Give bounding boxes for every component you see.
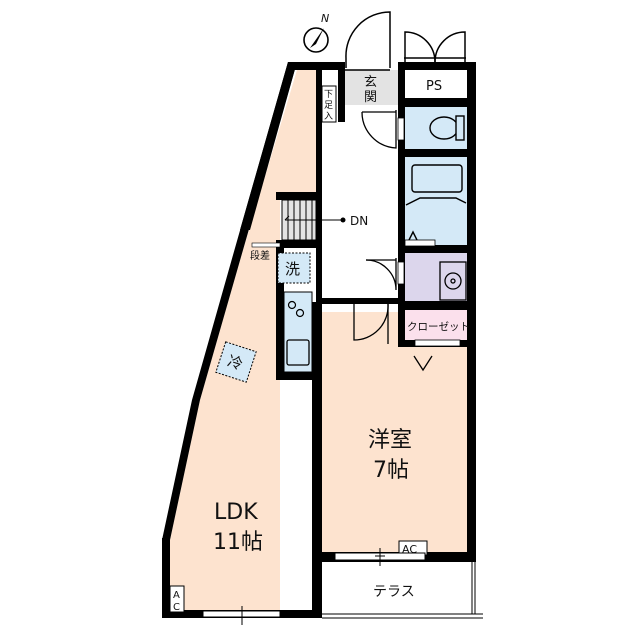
closet-floor (405, 310, 467, 340)
compass-label: N (321, 12, 329, 25)
ldk-name: LDK (214, 500, 258, 525)
shoe-box-label-2: 足 (324, 100, 333, 111)
entrance-door (345, 11, 466, 71)
ps-label: PS (426, 79, 442, 94)
shoe-box-label-1: 下 (324, 90, 333, 100)
ac-ldk-label-1: A (173, 590, 180, 601)
washer-label: 洗 (285, 260, 300, 278)
terrace-label: テラス (373, 584, 415, 600)
stairs (281, 199, 346, 241)
toilet-icon (429, 115, 465, 141)
washroom-floor (405, 253, 467, 301)
stairs-dn-label: DN (350, 214, 368, 228)
ldk-floor (170, 70, 316, 610)
compass: N (303, 12, 329, 53)
terrace (322, 562, 483, 619)
ldk-size: 11帖 (213, 530, 263, 555)
washer-space: 洗 (277, 252, 311, 284)
kitchen-counter (283, 291, 313, 373)
bathtub-icon (405, 164, 467, 241)
windows (202, 548, 426, 625)
entrance-floor (345, 70, 398, 105)
wash-basin-icon (439, 261, 467, 301)
fridge-space: 冷 (215, 341, 257, 383)
western-room-name: 洋室 (368, 428, 412, 453)
entrance-label-2: 関 (364, 90, 377, 105)
step-label: 段差 (250, 249, 270, 262)
hallway-floor (322, 130, 398, 302)
ac-ldk-label-2: C (173, 602, 180, 613)
western-room-size: 7帖 (373, 458, 409, 483)
interior-doors (353, 110, 397, 344)
entrance-label-1: 玄 (364, 75, 377, 90)
western-room-floor (322, 312, 467, 552)
closet-label: クローゼット (407, 321, 470, 333)
shoe-box-label-3: 入 (324, 111, 333, 122)
fridge-label: 冷 (225, 352, 245, 374)
